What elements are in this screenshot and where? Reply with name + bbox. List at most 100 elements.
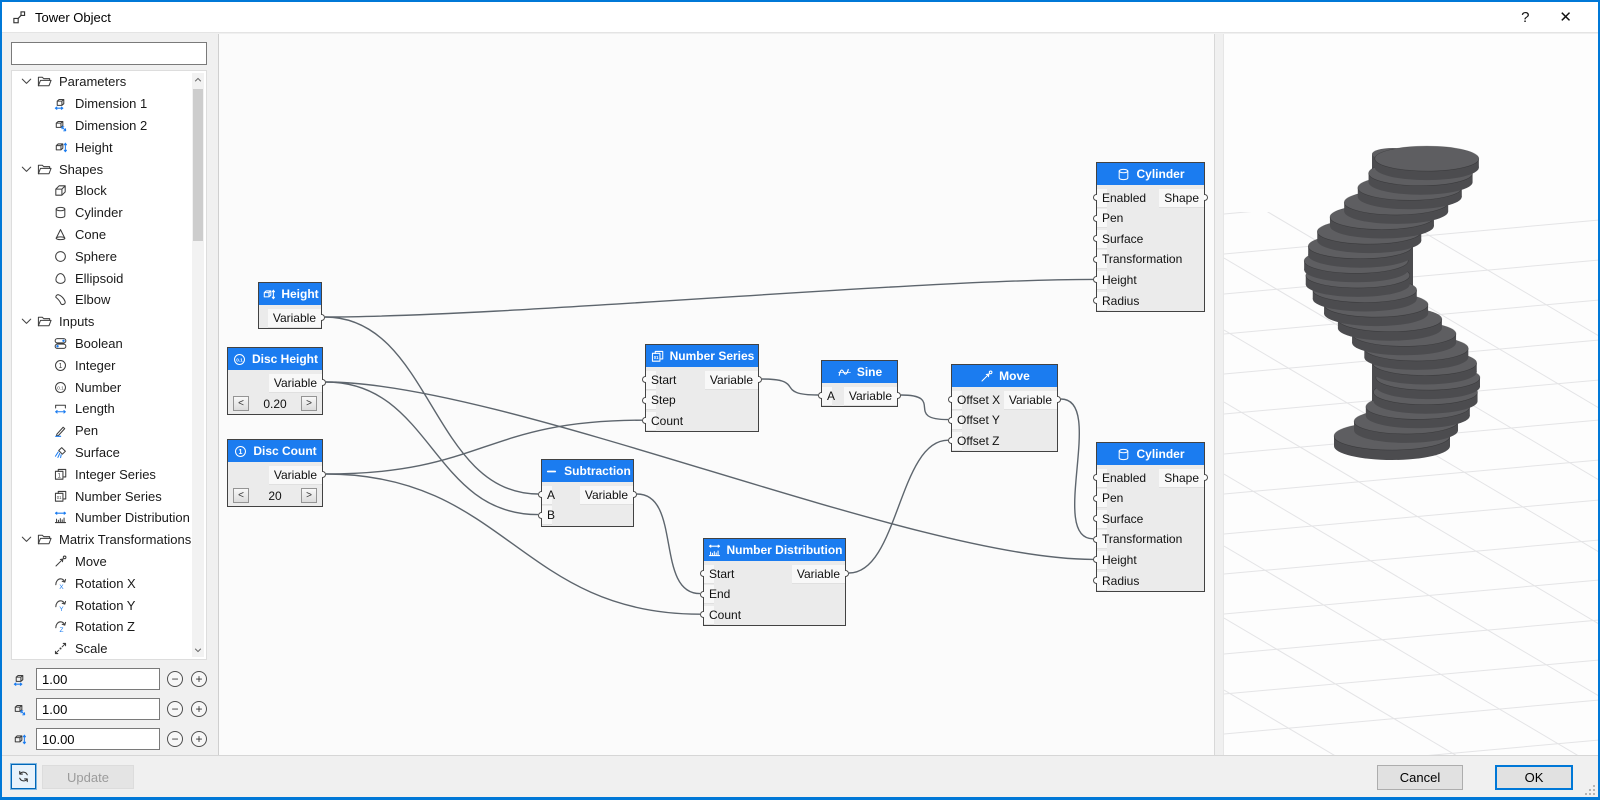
auto-update-button[interactable]	[10, 763, 37, 790]
node-cylinder-top-header[interactable]: Cylinder	[1097, 163, 1204, 185]
scrollbar-thumb[interactable]	[193, 89, 203, 241]
step-up-button[interactable]: >	[300, 396, 317, 412]
step-down-button[interactable]: <	[233, 396, 249, 412]
preview-3d-viewport[interactable]	[1223, 34, 1598, 755]
node-title: Move	[999, 369, 1030, 383]
wire[interactable]	[325, 419, 643, 475]
decrease-button[interactable]: −	[167, 671, 183, 687]
wire[interactable]	[761, 378, 819, 396]
wire[interactable]	[324, 316, 539, 495]
sidebar-item-move[interactable]: Move	[12, 551, 206, 573]
search-input[interactable]	[11, 42, 207, 65]
wire[interactable]	[325, 381, 539, 516]
step-up-button[interactable]: >	[300, 488, 317, 504]
wire[interactable]	[636, 493, 701, 595]
sidebar-item-surface[interactable]: Surface	[12, 442, 206, 464]
resize-grip[interactable]	[1584, 784, 1595, 795]
node-sine-header[interactable]: Sine	[822, 361, 897, 383]
node-title: Disc Count	[253, 444, 317, 458]
sidebar-item-cone[interactable]: Cone	[12, 224, 206, 246]
close-button[interactable]: ✕	[1559, 8, 1572, 26]
sidebar-item-parameters[interactable]: Parameters	[12, 71, 206, 93]
sidebar-item-dimension-1[interactable]: Dimension 1	[12, 93, 206, 115]
block-icon	[52, 183, 69, 198]
sidebar-item-height[interactable]: Height	[12, 136, 206, 158]
parameter-value-input[interactable]	[36, 698, 160, 720]
decrease-button[interactable]: −	[167, 731, 183, 747]
sidebar-item-dimension-2[interactable]: Dimension 2	[12, 115, 206, 137]
help-button[interactable]: ?	[1521, 8, 1530, 26]
scroll-up-button[interactable]	[192, 73, 204, 87]
parameter-value-input[interactable]	[36, 728, 160, 750]
node-subtraction-header[interactable]: Subtraction	[542, 460, 633, 482]
scroll-down-button[interactable]	[192, 643, 204, 657]
sidebar-item-ellipsoid[interactable]: Ellipsoid	[12, 267, 206, 289]
wire[interactable]	[325, 473, 701, 615]
wire[interactable]	[900, 394, 949, 421]
scale-icon	[52, 641, 69, 656]
node-number-distribution-header[interactable]: Number Distribution	[704, 539, 845, 561]
sidebar-item-label: Scale	[75, 641, 108, 657]
increase-button[interactable]: +	[191, 731, 207, 747]
sidebar-item-block[interactable]: Block	[12, 180, 206, 202]
ellipsoid-icon	[52, 271, 69, 286]
ok-button[interactable]: OK	[1495, 765, 1573, 790]
node-cylinder-bottom-header[interactable]: Cylinder	[1097, 443, 1204, 465]
expander-chevron-icon[interactable]	[18, 162, 34, 177]
sidebar-item-inputs[interactable]: Inputs	[12, 311, 206, 333]
parameter-value-input[interactable]	[36, 668, 160, 690]
window-title: Tower Object	[35, 9, 111, 25]
tree-scrollbar[interactable]	[192, 73, 204, 657]
expander-chevron-icon[interactable]	[18, 74, 34, 89]
sidebar-item-cylinder[interactable]: Cylinder	[12, 202, 206, 224]
titlebar[interactable]: Tower Object ? ✕	[2, 2, 1598, 33]
wire[interactable]	[324, 278, 1094, 318]
sidebar-item-label: Number	[75, 379, 122, 395]
sidebar-item-length[interactable]: Length	[12, 398, 206, 420]
wire[interactable]	[848, 439, 949, 574]
sidebar-item-shapes[interactable]: Shapes	[12, 158, 206, 180]
increase-button[interactable]: +	[191, 671, 207, 687]
increase-button[interactable]: +	[191, 701, 207, 717]
wire[interactable]	[1060, 398, 1094, 540]
sidebar-item-number-distribution[interactable]: Number Distribution	[12, 507, 206, 529]
node-height-header[interactable]: Height	[259, 283, 321, 305]
sidebar-item-sphere[interactable]: Sphere	[12, 245, 206, 267]
sidebar-item-matrix-transformations[interactable]: Matrix Transformations	[12, 529, 206, 551]
update-button[interactable]: Update	[42, 765, 134, 789]
sidebar-item-boolean[interactable]: Boolean	[12, 333, 206, 355]
sidebar-item-pen[interactable]: Pen	[12, 420, 206, 442]
sidebar-item-elbow[interactable]: Elbow	[12, 289, 206, 311]
expander-chevron-icon[interactable]	[18, 314, 34, 329]
expander-chevron-icon[interactable]	[18, 532, 34, 547]
decrease-button[interactable]: −	[167, 701, 183, 717]
wire[interactable]	[325, 381, 1094, 561]
node-move-header[interactable]: Move	[952, 365, 1057, 387]
sidebar-item-label: Elbow	[75, 292, 111, 308]
input-port-b: B	[542, 506, 555, 526]
sidebar-item-scale[interactable]: Scale	[12, 638, 206, 659]
cancel-button[interactable]: Cancel	[1377, 765, 1463, 790]
step-down-button[interactable]: <	[233, 488, 249, 504]
